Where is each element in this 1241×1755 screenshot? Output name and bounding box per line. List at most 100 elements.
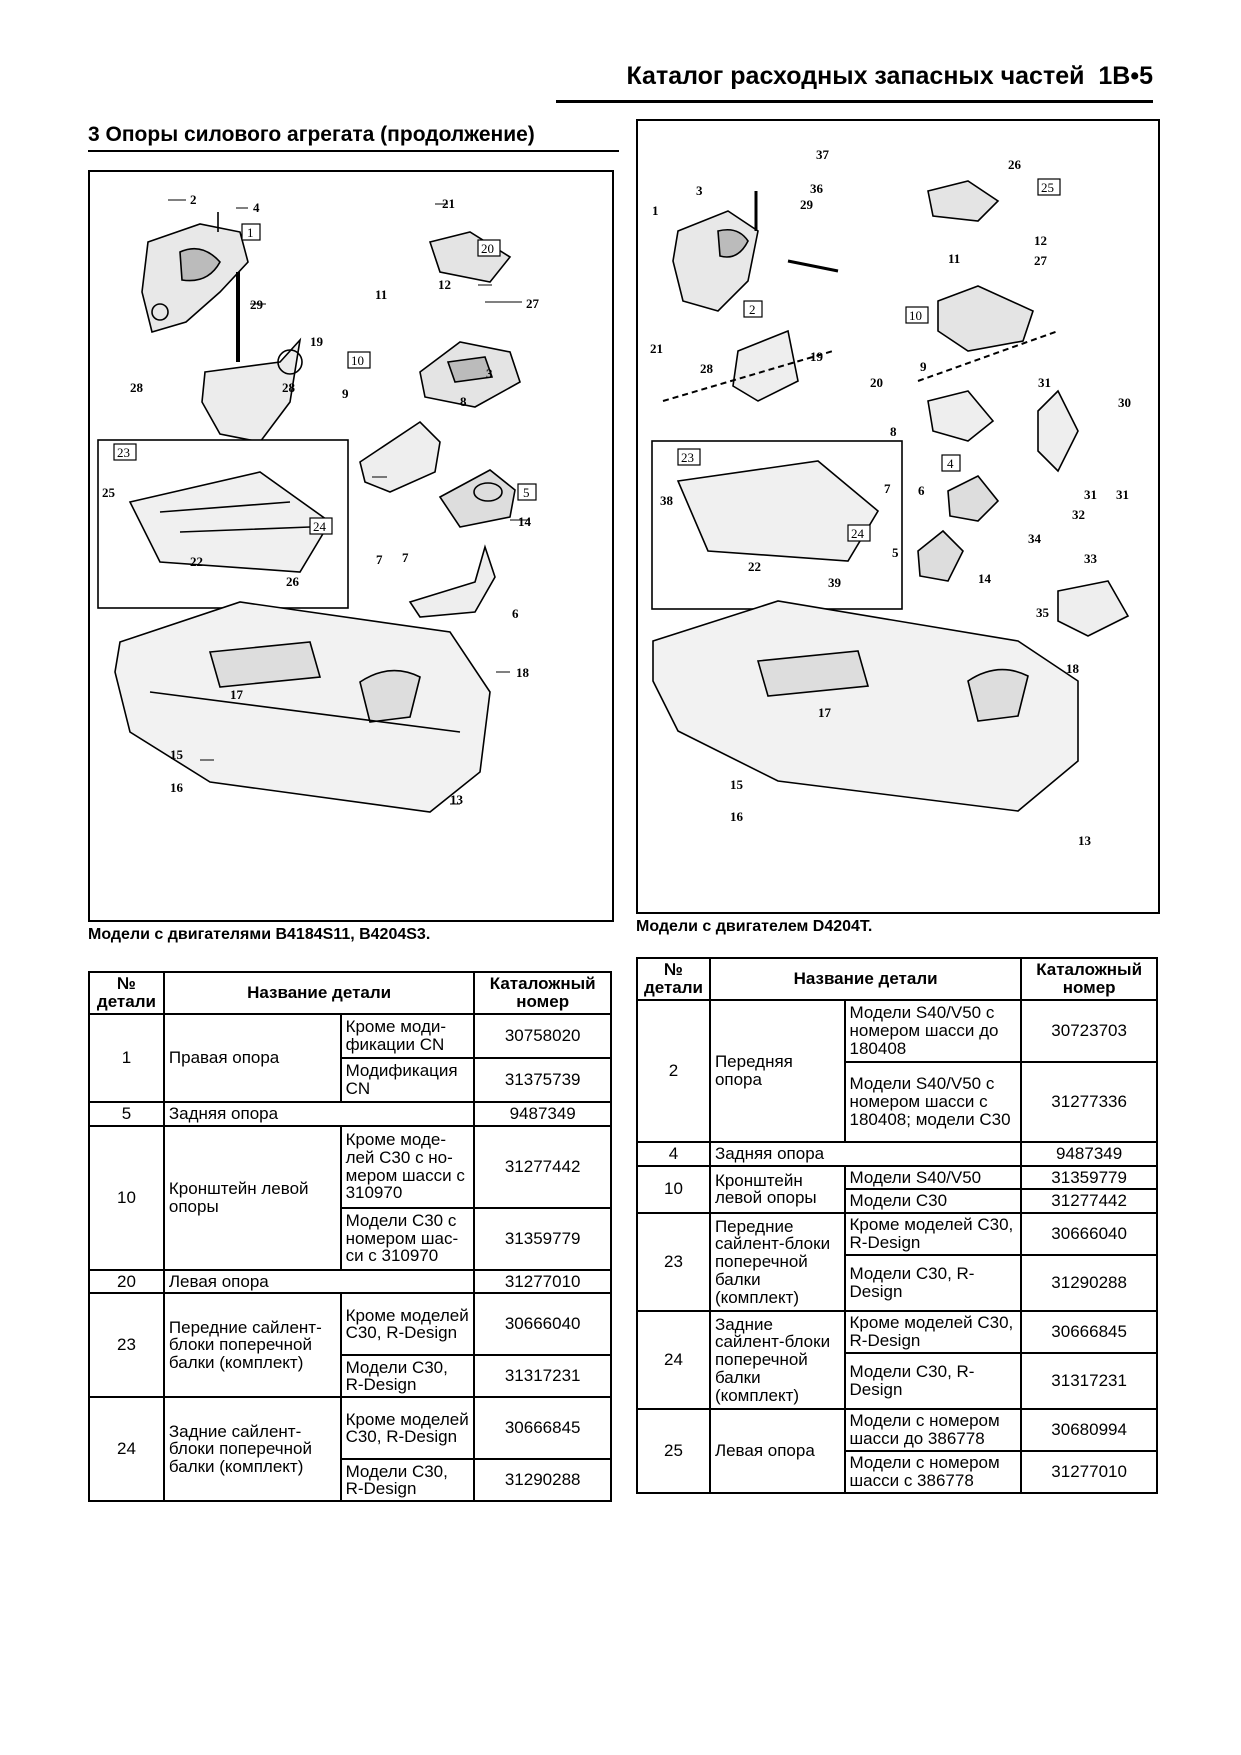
- part-cat: 31290288: [1020, 1254, 1158, 1313]
- table-row: 24 Задние сайлент-блоки поперечной балки…: [636, 1310, 1158, 1411]
- part-name: Задняя опора: [708, 1140, 1023, 1167]
- r-callout-9: 9: [920, 359, 927, 374]
- part-cat: 9487349: [473, 1100, 612, 1127]
- part-name: Левая опора: [708, 1408, 846, 1495]
- table-row: 23 Передние сайлент-блоки поперечной бал…: [636, 1212, 1158, 1313]
- r-box-label-4: 4: [947, 456, 954, 471]
- r-callout-6: 6: [918, 483, 925, 498]
- part-name: Задние сайлент-блоки поперечной балки (к…: [162, 1396, 342, 1503]
- table-header-row: № детали Название детали Каталожный номе…: [636, 957, 1158, 1001]
- r-callout-11: 11: [948, 251, 960, 266]
- page-header: Каталог расходных запасных частей 1B•5: [626, 62, 1153, 91]
- callout-19: 19: [310, 334, 324, 349]
- box-label-5: 5: [523, 485, 530, 500]
- table-row: 23 Передние сайлент-блоки поперечной бал…: [88, 1292, 612, 1399]
- callout-12: 12: [438, 277, 451, 292]
- box-label-23: 23: [117, 445, 130, 460]
- part-num: 23: [636, 1212, 711, 1313]
- part-cat: 31317231: [473, 1354, 612, 1399]
- part-cond: Кроме моди-фикации CN: [339, 1012, 476, 1059]
- table-row: 10 Кронштейн левой опоры Кроме моде-лей …: [88, 1124, 612, 1271]
- part-name: Задняя опора: [162, 1100, 476, 1127]
- r-callout-39: 39: [828, 575, 842, 590]
- part-num: 2: [636, 998, 711, 1143]
- part-name: Левая опора: [162, 1268, 476, 1295]
- part-name: Передние сайлент-блоки поперечной балки …: [708, 1212, 846, 1313]
- part-cond: Модели S40/V50 с номером шасси с 180408;…: [843, 1060, 1023, 1143]
- part-name: Правая опора: [162, 1012, 342, 1103]
- part-name: Передние сайлент-блоки поперечной балки …: [162, 1292, 342, 1399]
- part-num: 10: [636, 1164, 711, 1215]
- part-cond: Модели C30, R-Design: [339, 1354, 476, 1399]
- table-row: Модели C30, R-Design 31290288: [89, 1458, 612, 1503]
- r-callout-34: 34: [1028, 531, 1042, 546]
- part-cat: 31317231: [1020, 1352, 1158, 1411]
- part-cat: 31277442: [1020, 1188, 1158, 1215]
- part-num: 10: [88, 1124, 165, 1271]
- table-row: 2 Передняя опора Модели S40/V50 с номеро…: [636, 998, 1158, 1143]
- right-parts-table: № детали Название детали Каталожный номе…: [636, 957, 1158, 1495]
- page-number: 1B•5: [1098, 62, 1153, 90]
- header-cat: Каталожный номер: [473, 971, 612, 1015]
- r-callout-27: 27: [1034, 253, 1048, 268]
- r-callout-5: 5: [892, 545, 899, 560]
- part-num: 5: [88, 1100, 165, 1127]
- r-callout-31b: 31: [1084, 487, 1097, 502]
- callout-26: 26: [286, 574, 300, 589]
- r-box-label-25: 25: [1041, 180, 1054, 195]
- r-callout-30: 30: [1118, 395, 1131, 410]
- table-row: 20 Левая опора 31277010: [88, 1268, 612, 1295]
- section-title: 3 Опоры силового агрегата (продолжение): [88, 123, 535, 146]
- part-cat: 30723703: [1020, 998, 1158, 1063]
- part-num: 20: [88, 1268, 165, 1295]
- r-callout-31a: 31: [1038, 375, 1051, 390]
- callout-11: 11: [375, 287, 387, 302]
- callout-25: 25: [102, 485, 116, 500]
- part-cat: 30758020: [473, 1012, 612, 1059]
- right-figure-frame: 37 36 29 3 1 21 28 19 26 12 11 27 9 20 8…: [636, 119, 1160, 914]
- header-cat: Каталожный номер: [1020, 957, 1158, 1001]
- part-cond: Кроме моделей C30, R-Design: [843, 1212, 1023, 1257]
- part-cat: 30666845: [1020, 1310, 1158, 1355]
- part-cat: 31290288: [473, 1458, 612, 1503]
- table-row: Модификация CN 31375739: [89, 1056, 612, 1103]
- r-callout-22: 22: [748, 559, 761, 574]
- left-figure-frame: 2 4 29 19 28 28 21 11 12 27 3 9 8 14 25 …: [88, 170, 614, 922]
- r-callout-21: 21: [650, 341, 663, 356]
- box-label-20: 20: [481, 241, 494, 256]
- r-callout-29: 29: [800, 197, 814, 212]
- right-exploded-diagram: 37 36 29 3 1 21 28 19 26 12 11 27 9 20 8…: [650, 147, 1131, 848]
- r-callout-20: 20: [870, 375, 883, 390]
- r-callout-12: 12: [1034, 233, 1047, 248]
- part-cat: 31359779: [473, 1206, 612, 1271]
- left-parts-table: № детали Название детали Каталожный номе…: [88, 971, 612, 1503]
- r-callout-17: 17: [818, 705, 832, 720]
- left-exploded-diagram: 2 4 29 19 28 28 21 11 12 27 3 9 8 14 25 …: [97, 192, 540, 813]
- part-cond: Кроме моделей C30, R-Design: [339, 1292, 476, 1357]
- box-label-24: 24: [313, 519, 327, 534]
- part-num: 24: [636, 1310, 711, 1411]
- callout-6: 6: [512, 606, 519, 621]
- callout-28b: 28: [282, 380, 296, 395]
- r-callout-26: 26: [1008, 157, 1022, 172]
- part-name: Кронштейн левой опоры: [162, 1124, 342, 1271]
- header-num: № детали: [88, 971, 165, 1015]
- part-cat: 31277442: [473, 1124, 612, 1209]
- part-cat: 30666040: [473, 1292, 612, 1357]
- part-cat: 31359779: [1020, 1164, 1158, 1191]
- part-num: 24: [88, 1396, 165, 1503]
- r-box-label-2: 2: [749, 302, 756, 317]
- callout-17: 17: [230, 687, 244, 702]
- table-row: 4 Задняя опора 9487349: [636, 1140, 1158, 1167]
- callout-7b: 7: [402, 550, 409, 565]
- table-row: 10 Кронштейн левой опоры Модели S40/V50 …: [636, 1164, 1158, 1215]
- r-callout-7: 7: [884, 481, 891, 496]
- callout-18: 18: [516, 665, 530, 680]
- part-num: 4: [636, 1140, 711, 1167]
- table-row: Модели C30, R-Design 31317231: [89, 1354, 612, 1399]
- r-callout-16: 16: [730, 809, 744, 824]
- section-rule: [88, 150, 619, 152]
- callout-15: 15: [170, 747, 184, 762]
- part-cond: Модели с номером шасси до 386778: [843, 1408, 1023, 1453]
- header-num: № детали: [636, 957, 711, 1001]
